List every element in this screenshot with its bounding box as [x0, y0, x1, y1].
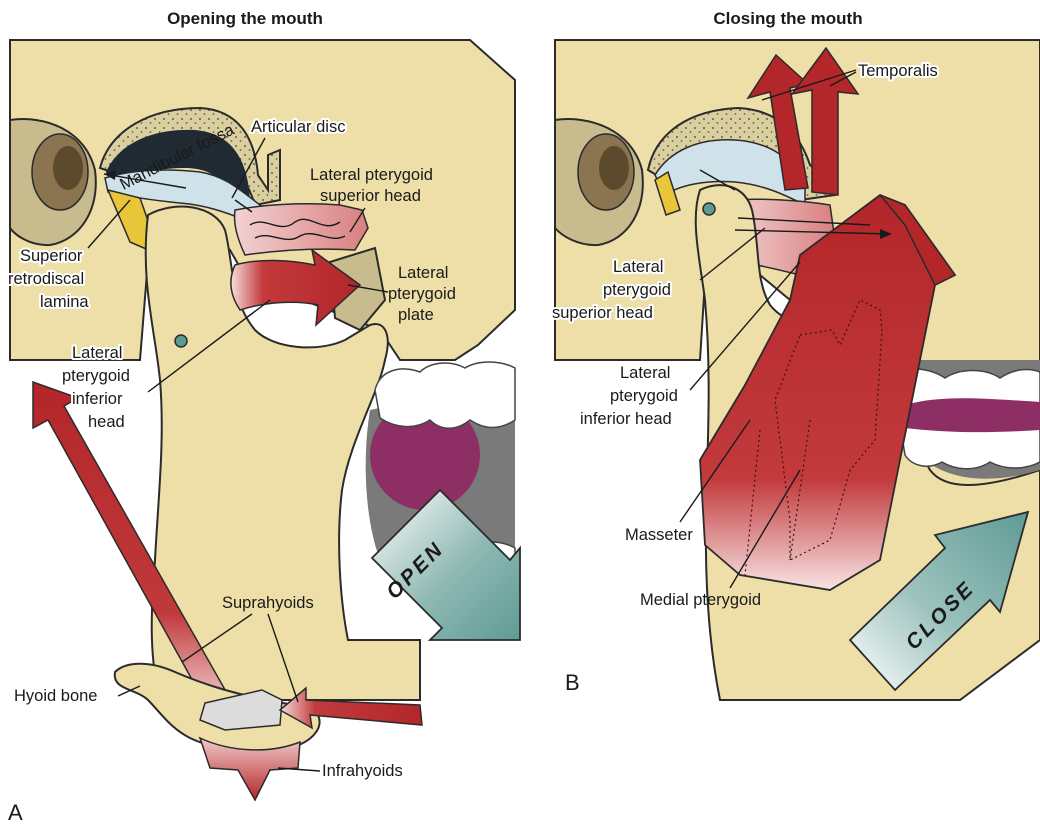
panel-b-title: Closing the mouth [713, 9, 862, 28]
label-superior-2: retrodiscal [8, 270, 84, 288]
label-masseter: Masseter [625, 526, 693, 544]
lat-pter-superior-head-a [235, 204, 368, 255]
label-temporalis: Temporalis [858, 62, 938, 80]
label-lat-inf-2: pterygoid [62, 367, 130, 385]
upper-teeth-a [375, 362, 515, 428]
panel-a: Opening the mouth [8, 9, 520, 825]
label-lat-inf-3: inferior [72, 390, 123, 408]
label-lat-inf-b-1: Lateral [620, 364, 670, 382]
panel-a-letter: A [8, 800, 23, 825]
label-lat-inf-b-3: inferior head [580, 410, 672, 428]
label-lat-plate-3: plate [398, 306, 434, 324]
panel-b-letter: B [565, 670, 580, 695]
label-lat-sup-b-3: superior head [552, 304, 653, 322]
label-superior-1: Superior [20, 247, 83, 265]
label-lat-inf-b-2: pterygoid [610, 387, 678, 405]
label-hyoid-bone: Hyoid bone [14, 687, 97, 705]
label-superior-3: lamina [40, 293, 89, 311]
label-lat-inf-4: head [88, 413, 125, 431]
label-lat-plate-1: Lateral [398, 264, 448, 282]
label-articular-disc: Articular disc [251, 118, 345, 136]
label-lat-pter-sup-1: Lateral pterygoid [310, 166, 433, 184]
label-lat-pter-sup-2: superior head [320, 187, 421, 205]
panel-a-title: Opening the mouth [167, 9, 323, 28]
panel-b: Closing the mouth [552, 9, 1040, 700]
label-lat-inf-1: Lateral [72, 344, 122, 362]
condyle-marker-b [703, 203, 715, 215]
condyle-marker-a [175, 335, 187, 347]
label-infrahyoids: Infrahyoids [322, 762, 403, 780]
label-medial-pterygoid: Medial pterygoid [640, 591, 761, 609]
label-lat-sup-b-2: pterygoid [603, 281, 671, 299]
label-lat-plate-2: pterygoid [388, 285, 456, 303]
label-lat-sup-b-1: Lateral [613, 258, 663, 276]
tongue-b [905, 398, 1040, 432]
label-suprahyoids: Suprahyoids [222, 594, 314, 612]
